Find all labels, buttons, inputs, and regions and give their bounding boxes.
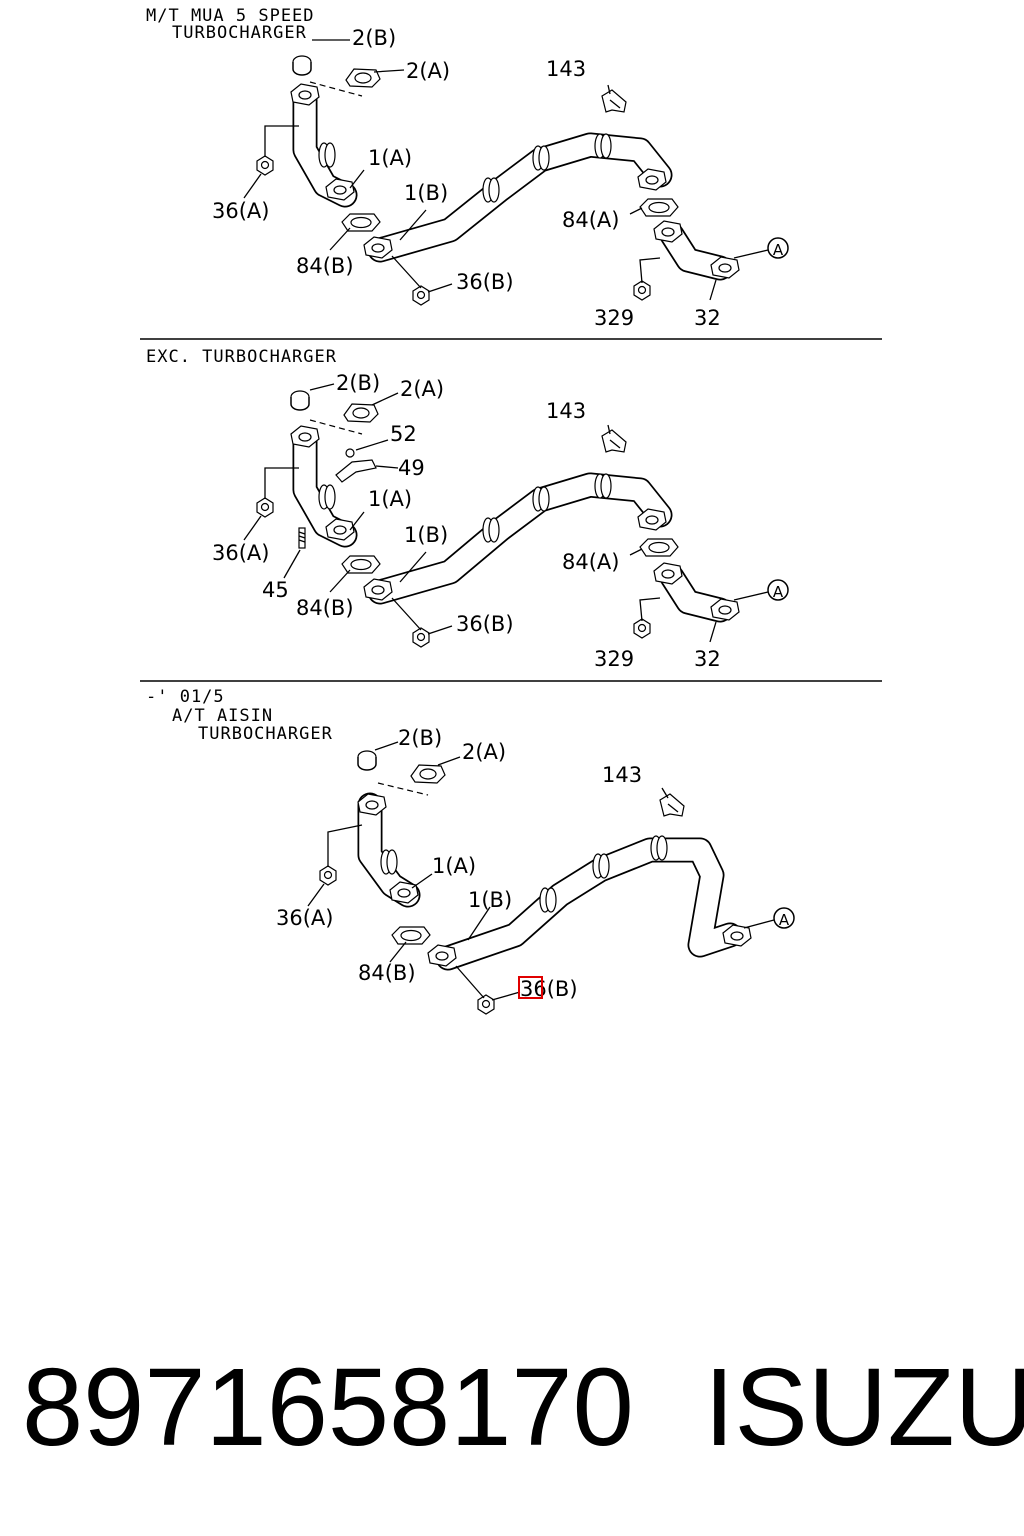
callout-label: 329 [594,647,634,671]
section-2: EXC. TURBOCHARGER [146,347,789,671]
ref-circle-a [773,907,795,929]
section-2-caption-line-1: EXC. TURBOCHARGER [146,347,337,367]
part-number: 8971658170 [22,1346,634,1469]
nut-36a [319,865,337,886]
callout-label: 1(B) [404,181,448,205]
callout-label: 49 [398,456,425,480]
clamp [594,473,612,499]
callout-label: 84(A) [562,208,619,232]
nut-36b [412,285,430,306]
clamp [532,145,550,171]
callout-label: 1(B) [468,888,512,912]
clamp [318,142,336,168]
highlight-box [518,976,543,999]
callout-label: 36(A) [212,541,269,565]
ref-circle-a [767,237,789,259]
callout-label: 84(B) [296,254,354,278]
section-3-caption-line-3: TURBOCHARGER [198,724,333,744]
clamp [482,517,500,543]
clamp [592,853,610,879]
section-1: M/T MUA 5 SPEED TURBOCHARGER [146,6,789,330]
callout-label: 84(B) [296,596,354,620]
nut-36a [256,497,274,518]
gasket-84a [639,538,679,557]
callout-label: 1(A) [432,854,476,878]
clamp [532,486,550,512]
clamp [318,484,336,510]
gasket-84b [341,213,381,232]
callout-label: 36(B) [456,612,514,636]
clamp [539,887,557,913]
callout-label: 2(B) [398,726,442,750]
section-3-caption-line-2: A/T AISIN [172,706,273,726]
callout-label: 1(A) [368,146,412,170]
callout-label: A [779,911,790,929]
callout-label: 143 [602,763,642,787]
callout-label: 84(A) [562,550,619,574]
bracket-143 [659,793,685,817]
callout-label: 2(A) [462,740,506,764]
callout-label: 36(A) [212,199,269,223]
callout-label: 45 [262,578,289,602]
nut-36a [256,155,274,176]
cap-2b [292,55,312,76]
callout-label: 36(A) [276,906,333,930]
nut-36b [412,627,430,648]
nut-329 [633,618,651,639]
callout-label: A [773,241,784,259]
bolt-45 [298,527,306,549]
nut-329 [633,280,651,301]
bracket-143 [601,429,627,453]
cap-2b [357,750,377,771]
gasket-2a [343,403,379,423]
callout-label: 52 [390,422,417,446]
cap-2b [290,390,310,411]
callout-label: 1(B) [404,523,448,547]
callout-label: 2(A) [406,59,450,83]
callout-label: 1(A) [368,487,412,511]
callout-label: 84(B) [358,961,416,985]
section-1-caption-line-2: TURBOCHARGER [172,23,307,43]
callout-label: 329 [594,306,634,330]
callout-label: 143 [546,57,586,81]
callout-label: 143 [546,399,586,423]
gasket-84b [341,555,381,574]
callout-label: A [773,583,784,601]
clamp [482,177,500,203]
clamp [594,133,612,159]
gasket-84b [391,926,431,945]
section-3: -' 01/5 A/T AISIN TURBOCHARGER [146,687,795,1015]
callout-label: 36(B) [456,270,514,294]
brand-name: ISUZU [704,1346,1024,1469]
clamp [380,849,398,875]
bracket-49 [335,459,377,483]
bolt-52 [345,448,355,458]
callout-label: 2(B) [336,371,380,395]
nut-36b [477,994,495,1015]
clamp [650,835,668,861]
parts-diagram: M/T MUA 5 SPEED TURBOCHARGER [140,6,882,1015]
section-1-caption-line-1: M/T MUA 5 SPEED [146,6,315,26]
ref-circle-a [767,579,789,601]
section-3-caption-line-1: -' 01/5 [146,687,225,707]
callout-label: 2(A) [400,377,444,401]
callout-label: 32 [694,647,721,671]
callout-label: 32 [694,306,721,330]
gasket-2a [410,764,446,784]
gasket-84a [639,198,679,217]
callout-label: 2(B) [352,26,396,50]
bracket-143 [601,89,627,113]
